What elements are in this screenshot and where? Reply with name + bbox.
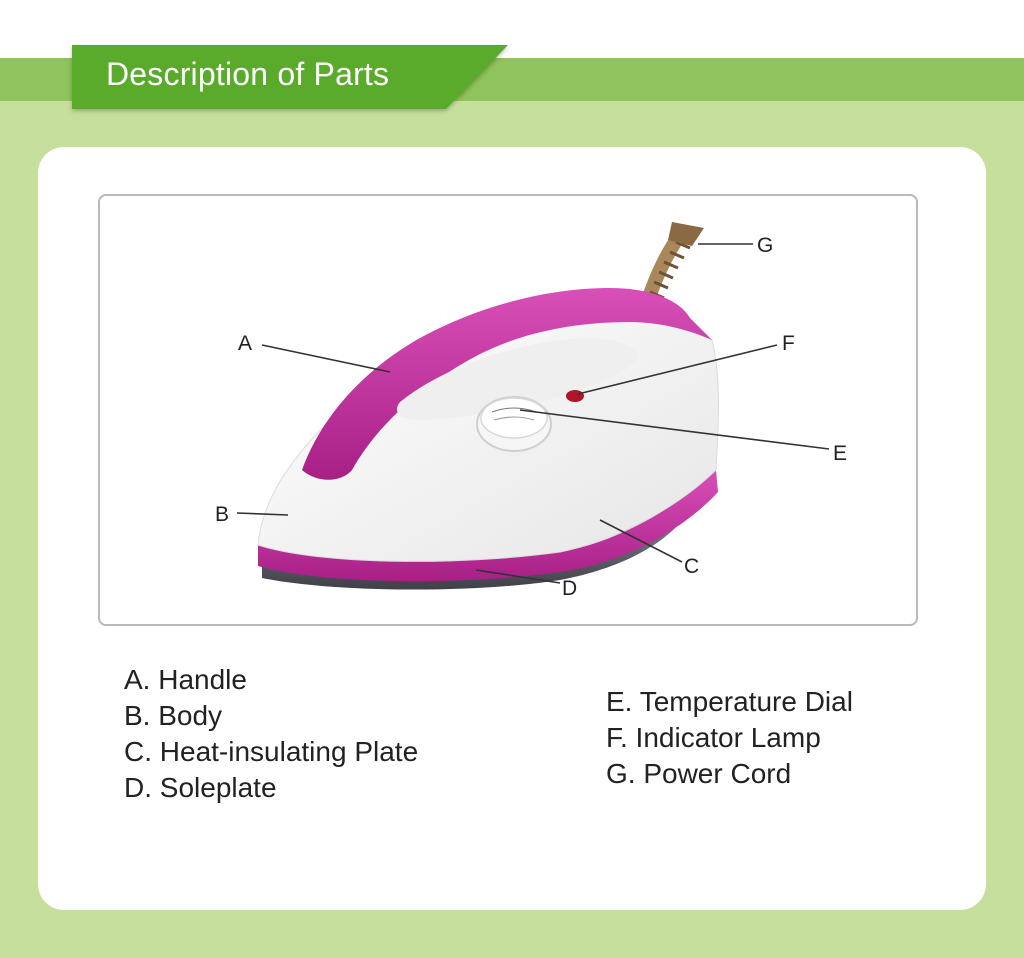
power-cord (641, 222, 704, 307)
callout-g: G (757, 234, 774, 257)
list-item: D. Soleplate (124, 772, 277, 803)
list-item: G. Power Cord (606, 758, 792, 789)
callout-e: E (833, 442, 848, 465)
title-tab-shape (72, 45, 508, 109)
parts-list-right: E. Temperature Dial F. Indicator Lamp G.… (606, 684, 853, 792)
temperature-dial (476, 396, 552, 452)
handle (302, 288, 712, 480)
list-item: B. Body (124, 700, 223, 731)
callout-b: B (215, 503, 230, 526)
list-item: A. Handle (124, 664, 247, 695)
indicator-lamp (566, 390, 584, 402)
list-item: E. Temperature Dial (606, 686, 853, 717)
handle-opening (396, 338, 640, 420)
title-tab: Description of Parts (72, 45, 508, 109)
callout-f: F (782, 332, 795, 355)
callout-a: A (238, 332, 253, 355)
list-item: F. Indicator Lamp (606, 722, 821, 753)
callout-d: D (562, 577, 578, 600)
soleplate (262, 508, 690, 590)
leader-lines (236, 243, 830, 584)
callout-c: C (684, 555, 700, 578)
parts-list-left: A. Handle B. Body C. Heat-insulating Pla… (124, 662, 418, 806)
page-title: Description of Parts (106, 56, 390, 92)
heat-insulating-plate (258, 470, 718, 582)
list-item: C. Heat-insulating Plate (124, 736, 419, 767)
